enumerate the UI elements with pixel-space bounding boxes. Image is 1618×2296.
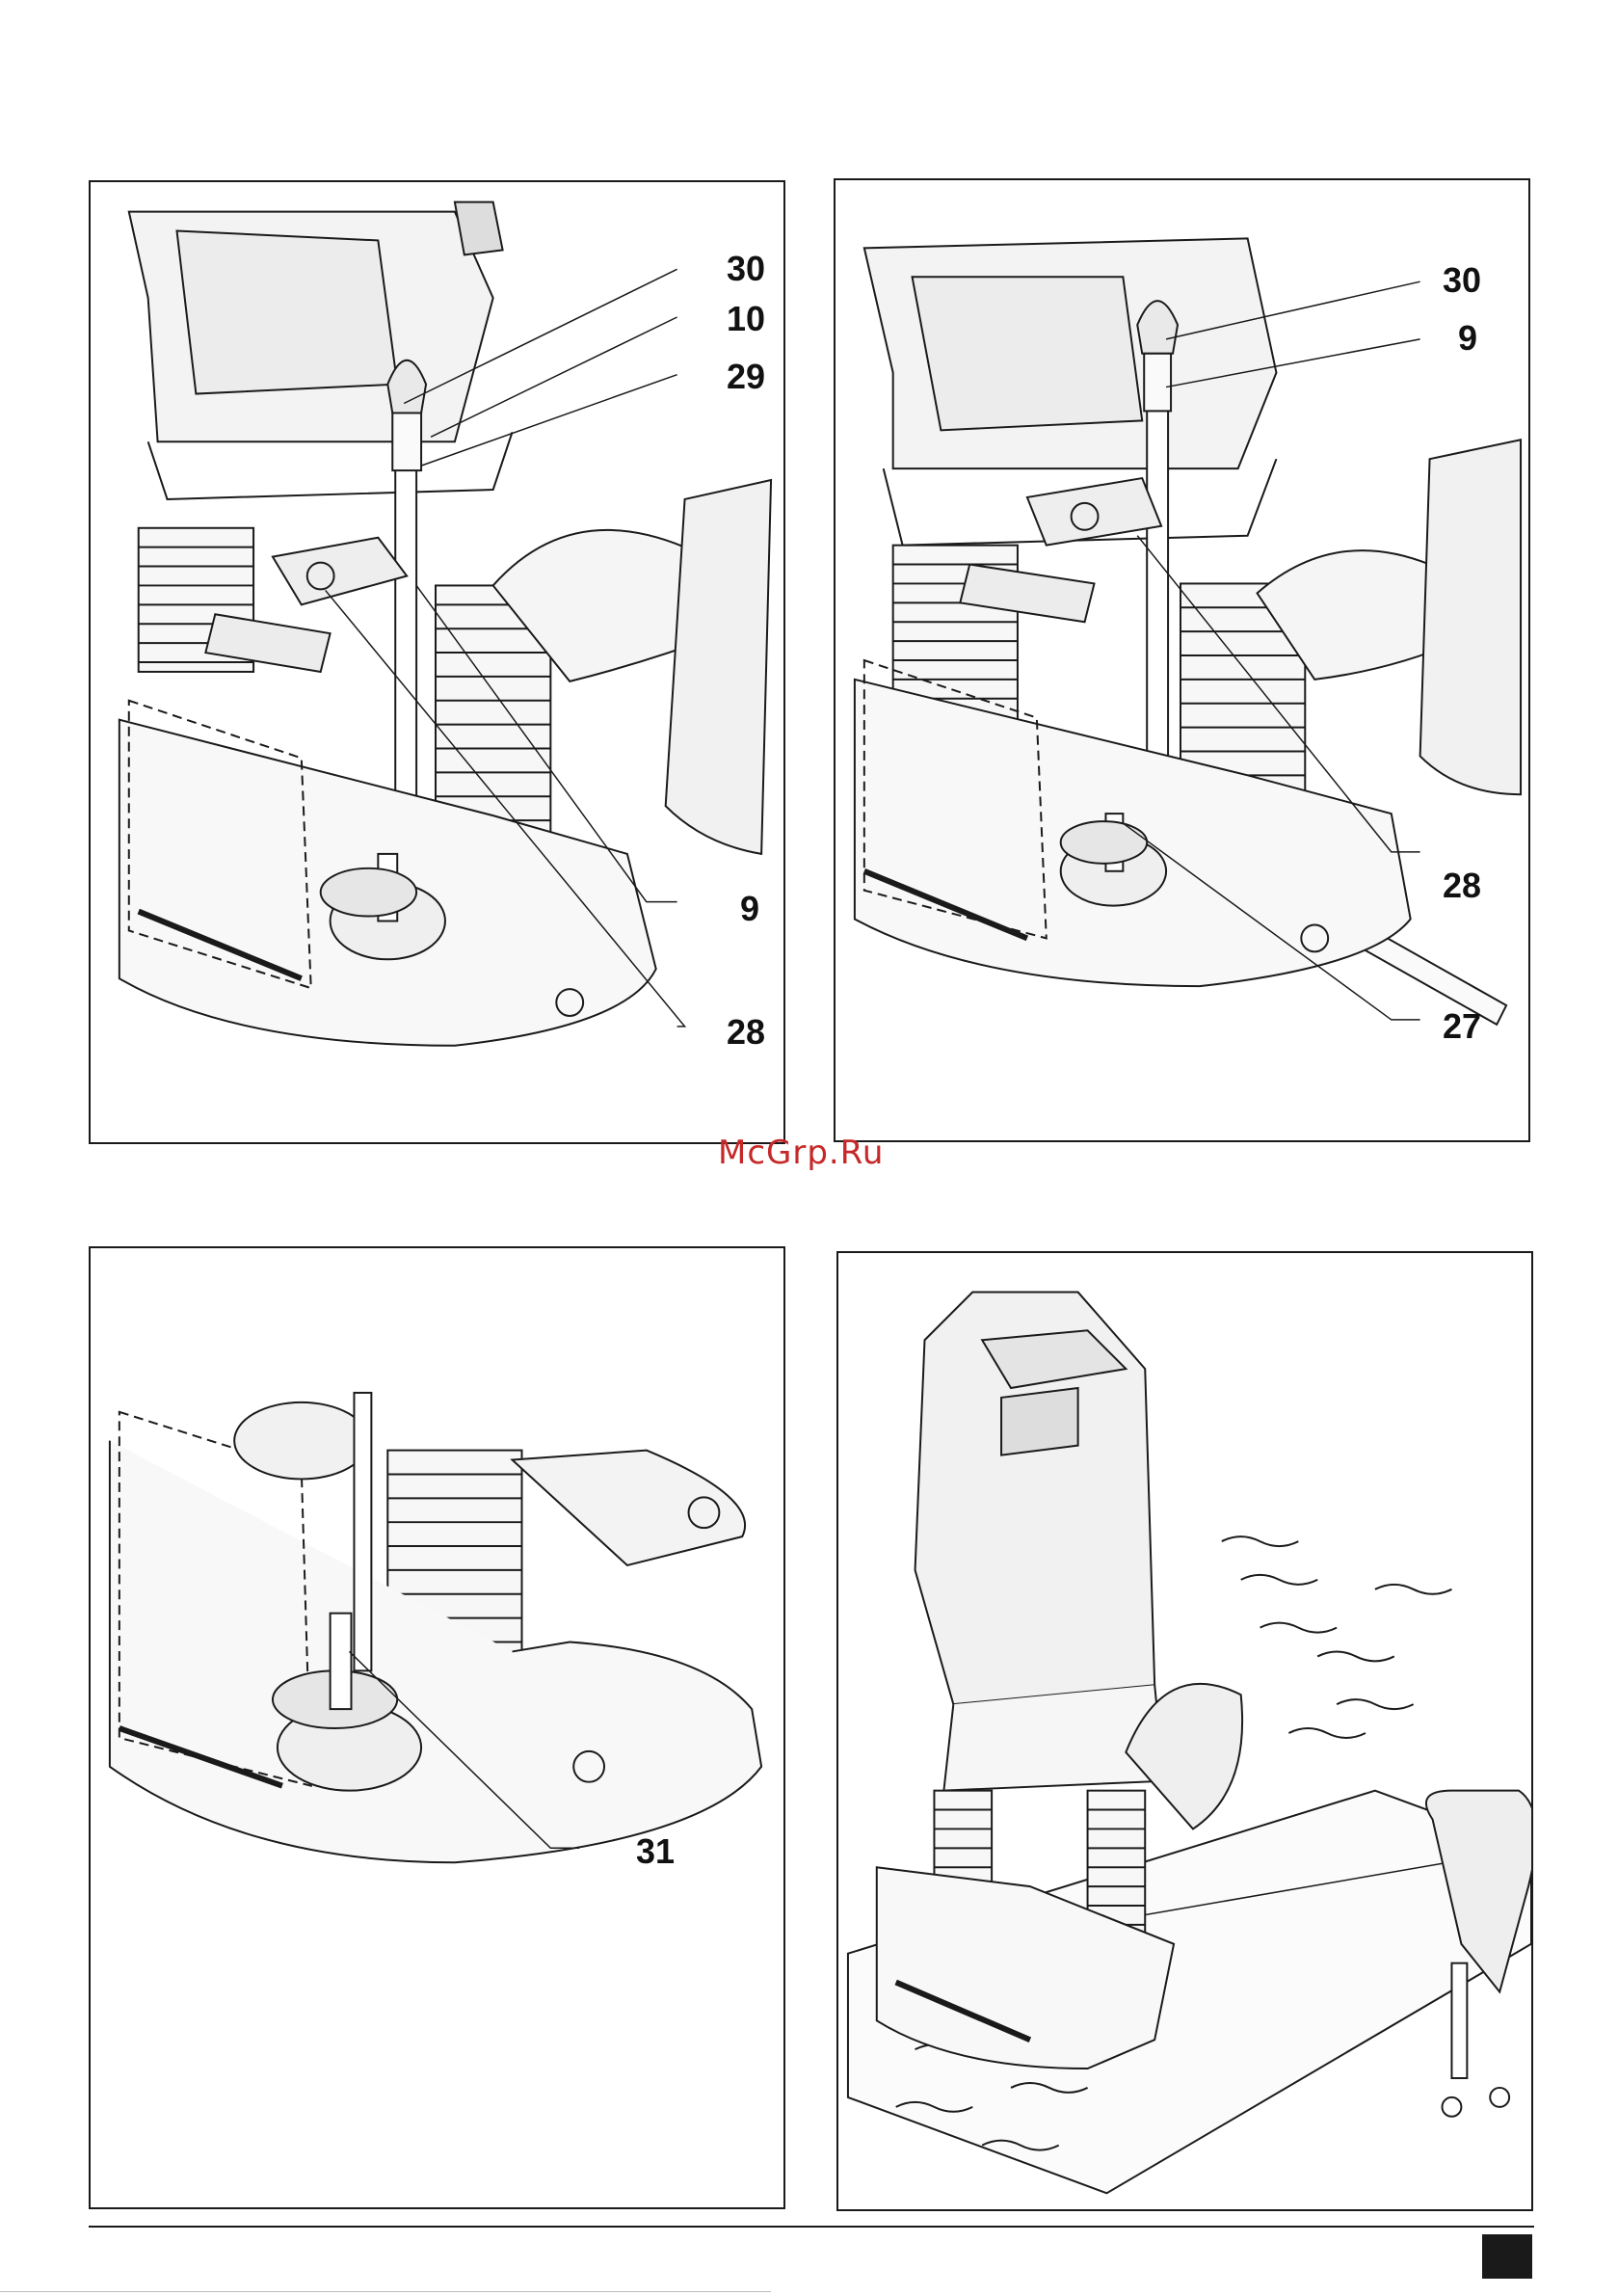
callout-label: 30 <box>1443 263 1481 298</box>
callout-label: 9 <box>740 892 759 926</box>
bottom-divider <box>0 2291 771 2292</box>
callout-label: 27 <box>1443 1009 1481 1044</box>
callout-label: 28 <box>727 1015 765 1050</box>
callout-label: 30 <box>727 252 765 286</box>
callout-label: 29 <box>727 360 765 394</box>
figure-a-panel: 30 10 29 9 28 <box>89 180 785 1144</box>
figure-b-panel: 30 9 28 27 <box>834 178 1530 1142</box>
callout-label: 9 <box>1458 321 1477 356</box>
watermark-text: McGrp.Ru <box>718 1134 884 1172</box>
callout-label: 10 <box>727 302 765 336</box>
footer-rule <box>89 2226 1534 2228</box>
callout-label: 28 <box>1443 868 1481 903</box>
router-illustration <box>91 182 783 1142</box>
page-marker <box>1482 2234 1532 2279</box>
depth-rod-illustration <box>836 180 1528 1140</box>
workbench-clamp-illustration <box>838 1253 1531 2209</box>
collet-nut-illustration <box>91 1248 783 2207</box>
figure-d-panel <box>836 1251 1533 2211</box>
figure-c-panel: 31 <box>89 1246 785 2209</box>
callout-label: 31 <box>636 1834 675 1869</box>
